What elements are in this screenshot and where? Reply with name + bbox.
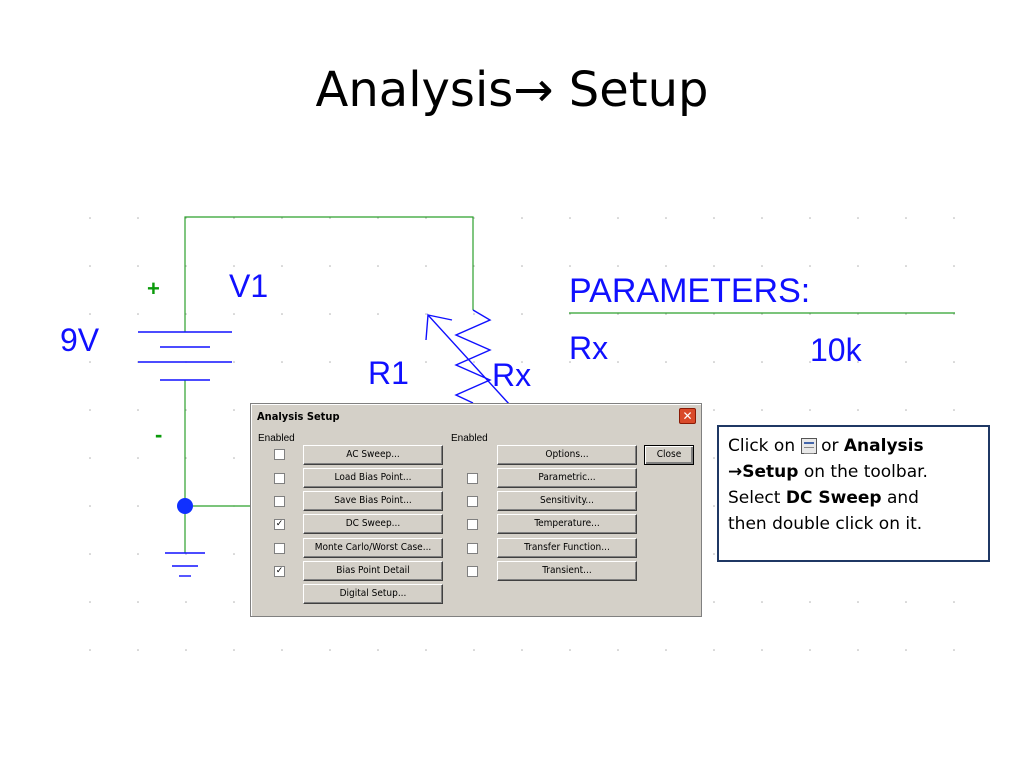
bias-point-detail-button[interactable]: Bias Point Detail [303,561,443,581]
transient-checkbox[interactable] [467,566,478,577]
callout-text-select: Select [728,488,781,508]
node-dot [177,498,193,514]
minus-terminal-label: - [155,422,163,447]
monte-carlo-checkbox[interactable] [274,543,285,554]
transient-button[interactable]: Transient... [497,561,637,581]
callout-bold-setup: →Setup [728,462,799,482]
dc-sweep-checkbox[interactable]: ✓ [274,519,285,530]
top-wire [184,216,474,332]
resistor-name-label: R1 [368,355,409,391]
parameter-name: Rx [569,330,609,366]
callout-text-click-on: Click on [728,436,796,456]
dialog-title: Analysis Setup [257,410,340,423]
close-icon[interactable]: ✕ [679,408,696,424]
left-enabled-header: Enabled [258,433,295,444]
callout-text-and: and [886,488,919,508]
callout-text-toolbar: on the toolbar. [803,462,928,482]
callout-text-or: or [821,436,839,456]
transfer-function-button[interactable]: Transfer Function... [497,538,637,558]
monte-carlo-button[interactable]: Monte Carlo/Worst Case... [303,538,443,558]
ground-symbol [165,552,205,577]
battery-symbol [138,331,232,381]
digital-setup-button[interactable]: Digital Setup... [303,584,443,604]
sensitivity-checkbox[interactable] [467,496,478,507]
ac-sweep-checkbox[interactable] [274,449,285,460]
ac-sweep-button[interactable]: AC Sweep... [303,445,443,465]
transfer-function-checkbox[interactable] [467,543,478,554]
load-bias-point-button[interactable]: Load Bias Point... [303,468,443,488]
dialog-titlebar[interactable]: Analysis Setup ✕ [253,406,699,426]
dc-sweep-button[interactable]: DC Sweep... [303,514,443,534]
resistor-symbol [425,309,511,406]
close-button[interactable]: Close [644,445,694,465]
parameters-heading: PARAMETERS: [569,272,811,310]
instruction-callout: Click on or Analysis →Setup on the toolba… [717,425,990,562]
temperature-checkbox[interactable] [467,519,478,530]
callout-text-double-click: then double click on it. [728,514,923,534]
options-button[interactable]: Options... [497,445,637,465]
parametric-checkbox[interactable] [467,473,478,484]
temperature-button[interactable]: Temperature... [497,514,637,534]
source-value-label: 9V [60,322,100,358]
save-bias-point-button[interactable]: Save Bias Point... [303,491,443,511]
analysis-setup-dialog: Analysis Setup ✕ Enabled Enabled AC Swee… [250,403,702,617]
right-enabled-header: Enabled [451,433,488,444]
callout-bold-dc-sweep: DC Sweep [785,488,882,508]
load-bias-point-checkbox[interactable] [274,473,285,484]
callout-bold-analysis: Analysis [843,436,924,456]
parametric-button[interactable]: Parametric... [497,468,637,488]
resistor-value-label: Rx [492,357,532,393]
plus-terminal-label: + [147,276,160,301]
sensitivity-button[interactable]: Sensitivity... [497,491,637,511]
source-name-label: V1 [229,268,269,304]
analysis-setup-toolbar-icon [801,438,818,454]
bias-point-detail-checkbox[interactable]: ✓ [274,566,285,577]
save-bias-point-checkbox[interactable] [274,496,285,507]
slide-title: Analysis→ Setup [315,62,709,118]
parameter-value: 10k [810,332,862,368]
